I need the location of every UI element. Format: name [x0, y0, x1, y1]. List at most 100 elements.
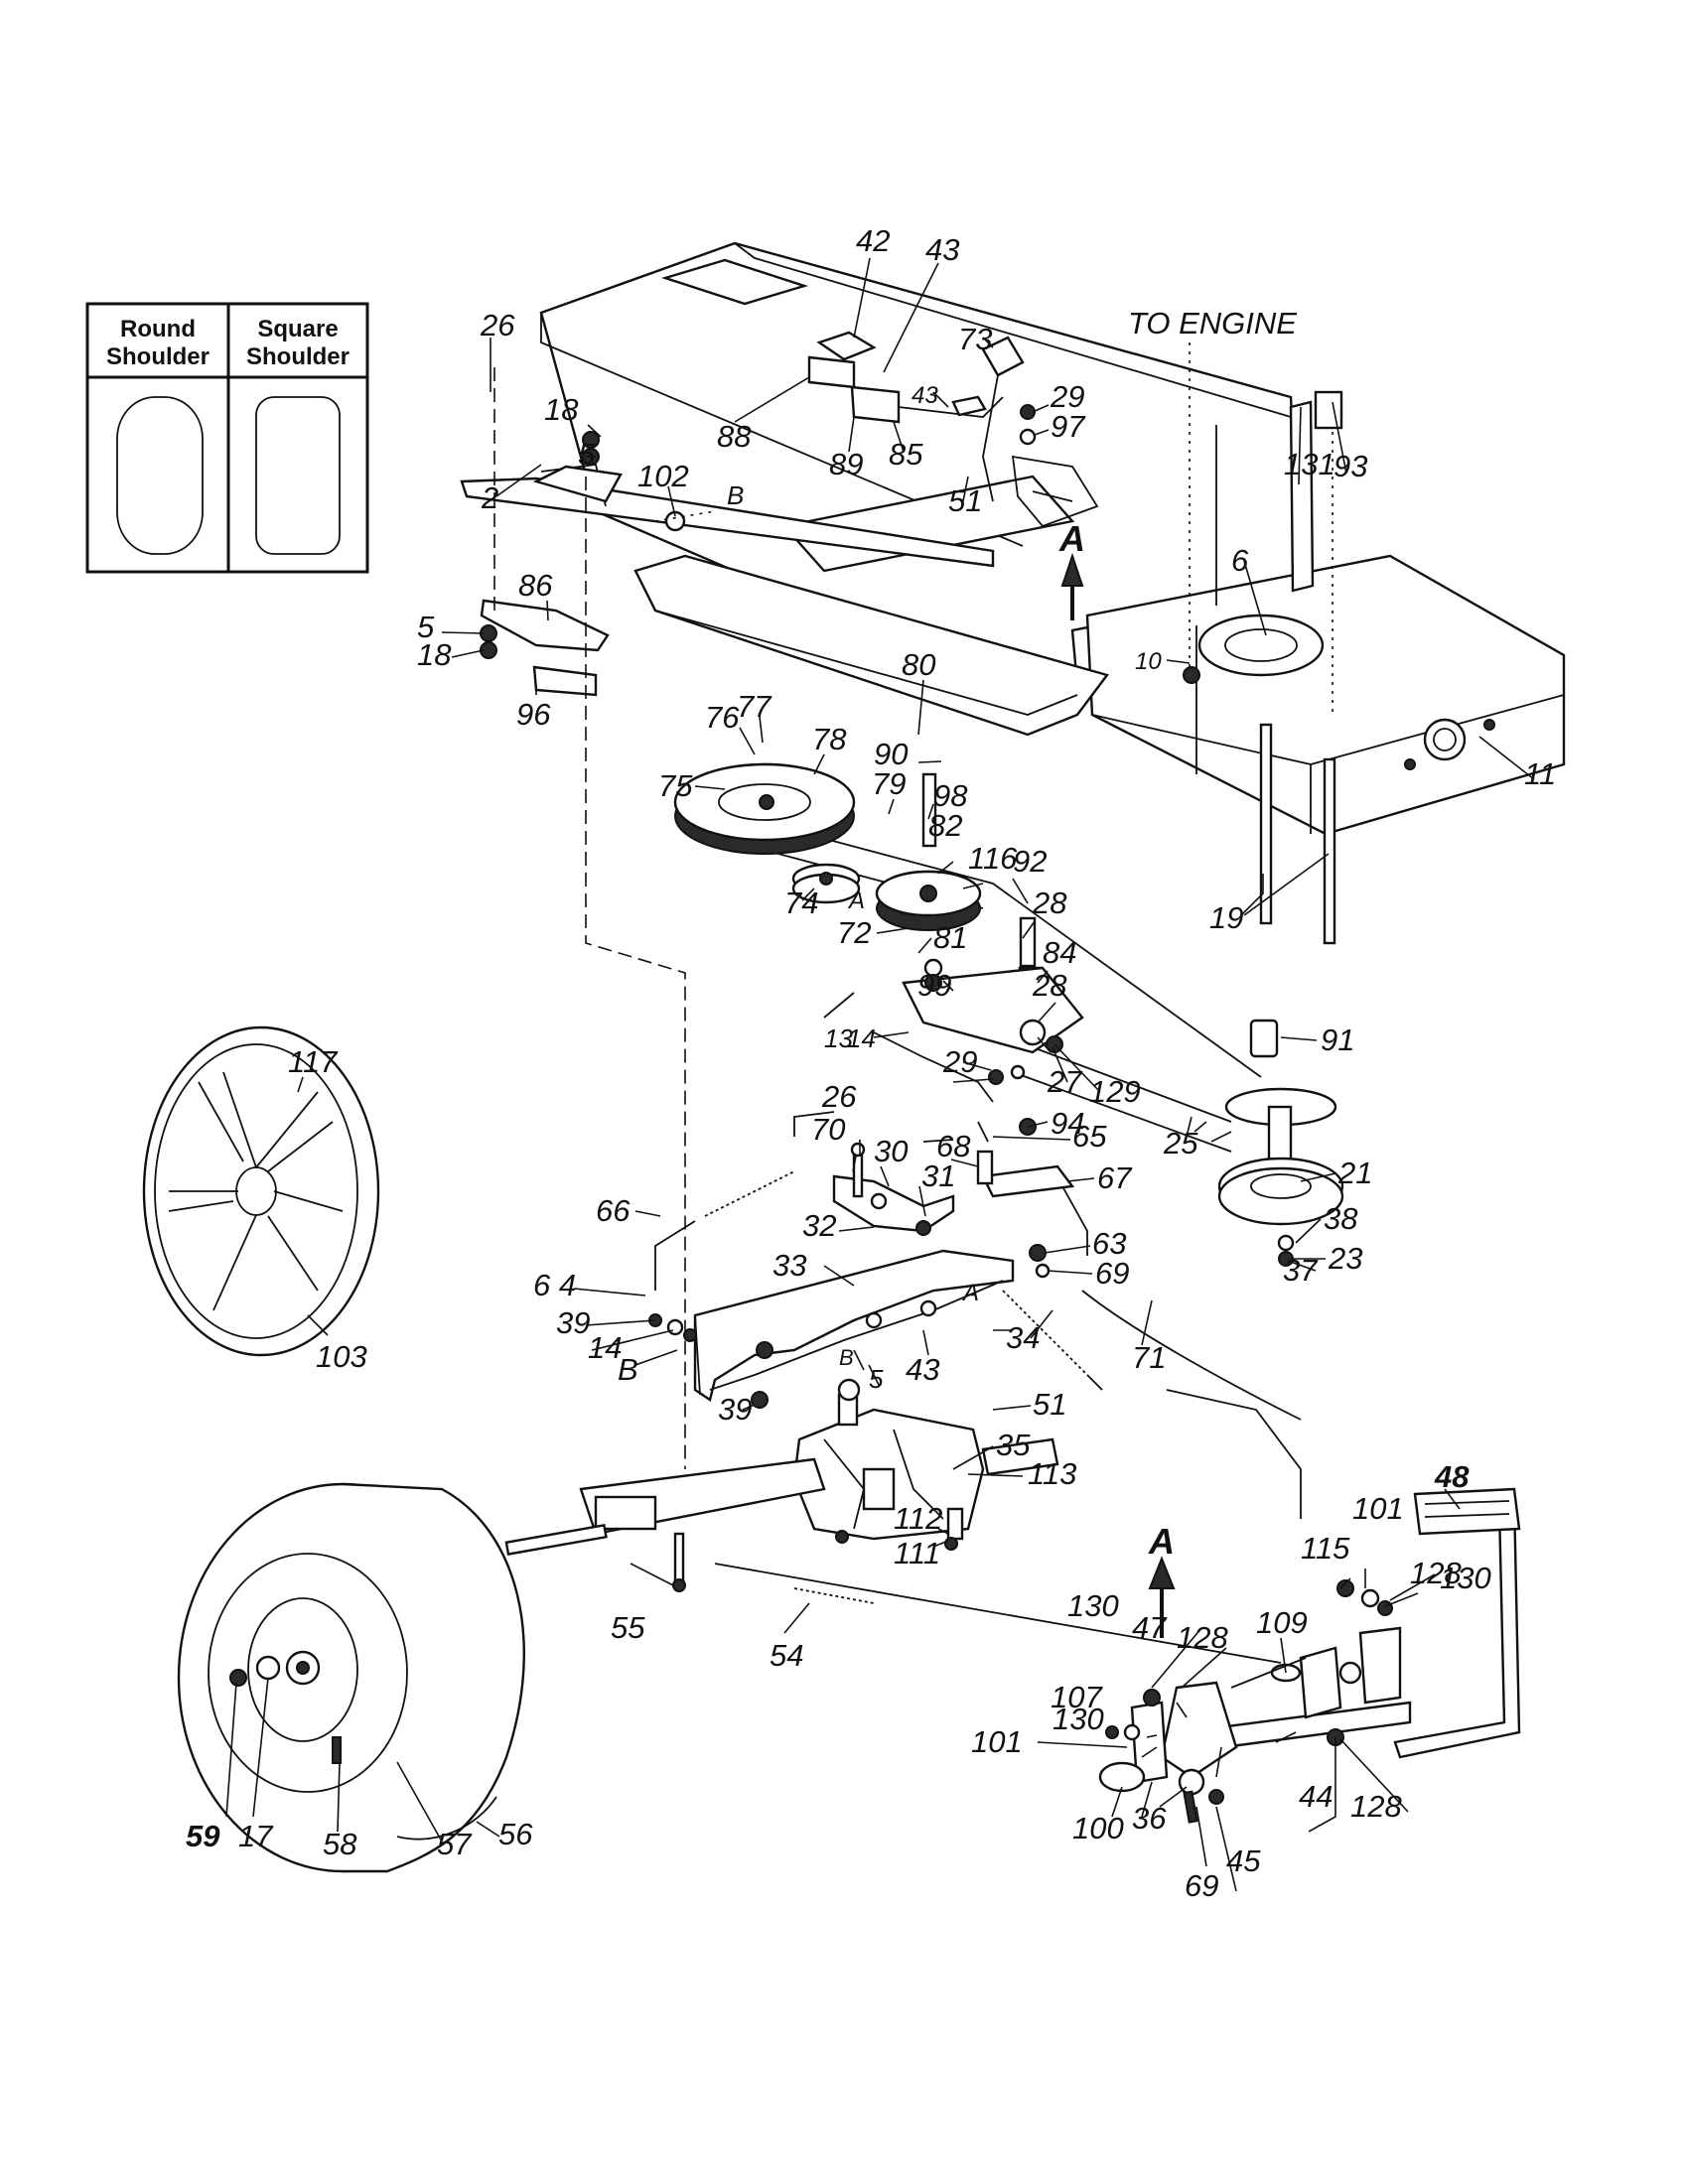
label-128c: 128 — [1350, 1789, 1402, 1824]
label-63: 63 — [1092, 1226, 1126, 1261]
label-64: 6 4 — [533, 1268, 576, 1302]
label-48: 48 — [1434, 1459, 1470, 1494]
label-6: 6 — [1231, 543, 1249, 578]
label-69b: 69 — [1185, 1868, 1218, 1903]
chassis-frame — [460, 241, 1566, 836]
springs — [654, 1139, 1103, 1604]
label-51b: 51 — [1033, 1387, 1066, 1422]
label-17: 17 — [238, 1819, 274, 1853]
label-88: 88 — [717, 419, 752, 454]
label-34: 34 — [1006, 1320, 1040, 1355]
label-43b: 43 — [912, 382, 938, 409]
label-77: 77 — [737, 689, 772, 724]
label-23: 23 — [1328, 1241, 1362, 1276]
label-19: 19 — [1209, 900, 1243, 935]
label-92: 92 — [1013, 844, 1047, 879]
part-93-switch — [1314, 390, 1343, 430]
label-101b: 101 — [1352, 1491, 1404, 1526]
direction-arrows — [1060, 552, 1176, 1638]
label-98: 98 — [933, 778, 968, 813]
label-57: 57 — [437, 1827, 473, 1861]
round-shoulder-header-2: Shoulder — [106, 343, 210, 370]
leader-lines — [225, 257, 1535, 1892]
label-90: 90 — [874, 737, 908, 771]
label-117: 117 — [288, 1044, 339, 1079]
label-21: 21 — [1337, 1156, 1372, 1190]
label-10: 10 — [1135, 648, 1162, 675]
shoulder-key-box: Round Shoulder Square Shoulder — [85, 302, 369, 574]
engine-shaft-parts — [1183, 342, 1336, 1058]
label-31: 31 — [921, 1159, 955, 1193]
part-91-spacer — [1249, 1019, 1279, 1058]
label-35: 35 — [996, 1428, 1031, 1462]
label-14b: 14 — [588, 1330, 622, 1365]
label-86: 86 — [518, 568, 553, 603]
label-100: 100 — [1072, 1811, 1124, 1845]
label-78: 78 — [812, 722, 847, 756]
label-102: 102 — [637, 459, 689, 493]
label-89: 89 — [829, 447, 863, 481]
label-131: 131 — [1284, 447, 1335, 481]
label-44: 44 — [1299, 1779, 1333, 1814]
label-14: 14 — [847, 1024, 876, 1053]
label-28: 28 — [1032, 886, 1067, 920]
label-29: 29 — [1050, 379, 1084, 414]
label-26: 26 — [480, 308, 515, 342]
label-68: 68 — [936, 1129, 971, 1163]
upper-control-parts — [807, 331, 1099, 528]
to-engine-label: TO ENGINE — [1128, 306, 1297, 341]
label-27: 27 — [1047, 1064, 1083, 1099]
label-51: 51 — [948, 483, 982, 518]
label-72: 72 — [837, 915, 871, 950]
part-19-shaft — [1259, 723, 1273, 925]
label-112: 112 — [894, 1501, 942, 1536]
mid-brackets — [793, 1111, 1088, 1256]
round-shoulder-header: Round — [120, 316, 196, 342]
arrow-a-pedal: A — [1148, 1521, 1175, 1562]
wheel-cover — [142, 1025, 380, 1357]
label-69: 69 — [1095, 1256, 1129, 1291]
axle-bracket — [648, 1244, 1051, 1409]
label-94: 94 — [1051, 1106, 1084, 1141]
label-67: 67 — [1097, 1160, 1133, 1195]
square-shoulder-shape — [255, 396, 341, 555]
label-71: 71 — [1132, 1340, 1166, 1375]
label-36: 36 — [1132, 1801, 1167, 1836]
label-96: 96 — [516, 697, 551, 732]
ref-a-bracket: A — [961, 1280, 979, 1306]
label-101: 101 — [971, 1724, 1023, 1759]
control-rod — [1081, 1290, 1302, 1421]
label-99: 99 — [917, 968, 951, 1003]
label-103: 103 — [316, 1339, 367, 1374]
arrow-a-top: A — [1058, 518, 1085, 559]
label-13: 13 — [824, 1024, 853, 1053]
label-76: 76 — [705, 700, 740, 735]
label-42: 42 — [856, 223, 890, 258]
label-113: 113 — [1028, 1456, 1076, 1491]
label-37: 37 — [1283, 1253, 1319, 1288]
label-75: 75 — [658, 768, 693, 803]
ref-b-axle: B — [618, 1352, 638, 1387]
label-65: 65 — [1072, 1119, 1107, 1154]
label-5b: 5 — [417, 610, 435, 644]
label-93: 93 — [1333, 449, 1367, 483]
label-85: 85 — [889, 437, 923, 472]
label-2: 2 — [481, 480, 498, 515]
label-45: 45 — [1226, 1843, 1261, 1878]
label-111: 111 — [894, 1536, 940, 1570]
label-80: 80 — [902, 647, 935, 682]
label-82: 82 — [928, 808, 962, 843]
label-30: 30 — [874, 1134, 908, 1168]
label-33: 33 — [772, 1248, 806, 1283]
label-38: 38 — [1324, 1201, 1358, 1236]
square-shoulder-header: Square — [257, 316, 338, 342]
round-shoulder-shape — [116, 396, 204, 555]
label-91: 91 — [1321, 1023, 1354, 1057]
label-115: 115 — [1301, 1531, 1350, 1566]
rear-tire — [177, 1482, 525, 1873]
label-128b: 128 — [1410, 1556, 1462, 1590]
label-56: 56 — [498, 1817, 533, 1851]
label-11: 11 — [1524, 756, 1556, 791]
label-70: 70 — [811, 1112, 845, 1147]
